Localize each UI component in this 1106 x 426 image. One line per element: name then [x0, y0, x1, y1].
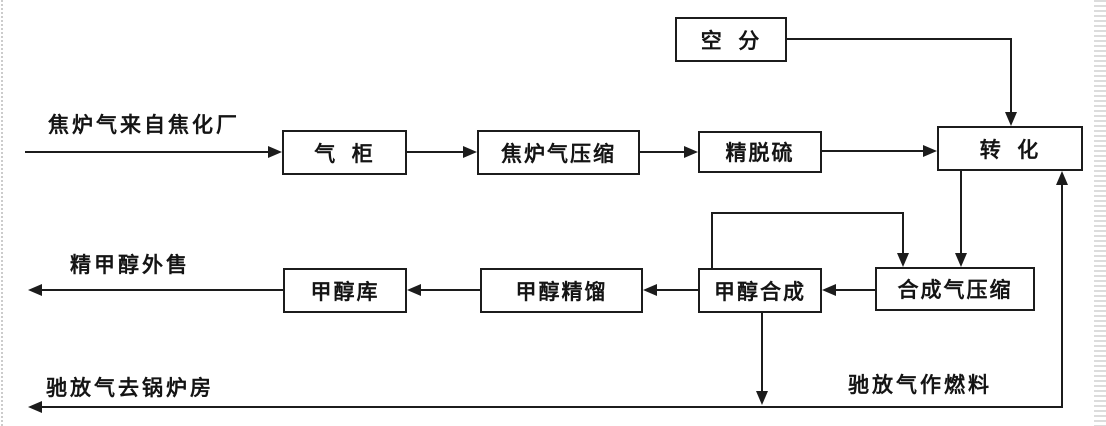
- edge-desulf-conversion-arrow-icon: [923, 145, 937, 157]
- node-conversion-label: 转 化: [979, 137, 1041, 162]
- edge-purge-boiler-line: [42, 406, 1063, 408]
- node-syngas-compression: 合成气压缩: [875, 267, 1035, 311]
- edge-storage-sale-arrow-icon: [28, 284, 42, 296]
- node-fine-desulfurization-label: 精脱硫: [725, 141, 795, 165]
- edge-distillation-storage-line: [421, 289, 480, 291]
- edge-purgefuel-conversion-arrow-icon: [1056, 171, 1068, 185]
- label-purge-as-fuel: 驰放气作燃料: [848, 373, 992, 397]
- edge-gasholder-compression-arrow-icon: [463, 146, 477, 158]
- node-syngas-compression-label: 合成气压缩: [897, 278, 1013, 302]
- edge-syngas-synthesis-line: [836, 289, 875, 291]
- label-methanol-sale: 精甲醇外售: [70, 253, 190, 277]
- edge-synthesis-purge-line: [761, 313, 763, 392]
- edge-gasholder-compression-line: [407, 151, 463, 153]
- node-coke-oven-gas-compression-label: 焦炉气压缩: [501, 141, 616, 166]
- node-methanol-distillation-label: 甲醇精馏: [515, 279, 608, 304]
- edge-storage-sale-line: [42, 289, 283, 291]
- node-gas-holder: 气 柜: [282, 130, 407, 175]
- edge-conversion-syngas-arrow-icon: [955, 253, 967, 267]
- page-right-striped-edge: [1094, 0, 1106, 426]
- edge-synthesis-distillation-line: [657, 289, 698, 291]
- edge-recycle-arrow-icon: [897, 253, 909, 267]
- node-methanol-distillation: 甲醇精馏: [480, 268, 643, 313]
- edge-input-line: [25, 151, 268, 153]
- node-air-separation: 空 分: [675, 17, 787, 62]
- label-purge-to-boiler: 驰放气去锅炉房: [46, 376, 214, 400]
- edge-compression-desulf-line: [640, 151, 684, 153]
- node-air-separation-label: 空 分: [700, 28, 762, 53]
- node-methanol-storage: 甲醇库: [283, 268, 407, 313]
- edge-airsep-conversion-arrow-icon: [1005, 112, 1017, 126]
- edge-recycle-left-vline: [711, 212, 713, 268]
- edge-recycle-hline: [711, 212, 904, 214]
- node-conversion: 转 化: [937, 126, 1083, 171]
- page-left-dotted-edge: [1, 0, 3, 426]
- label-input-stream: 焦炉气来自焦化厂: [48, 113, 240, 137]
- edge-synthesis-distillation-arrow-icon: [643, 284, 657, 296]
- node-methanol-storage-label: 甲醇库: [310, 279, 380, 304]
- edge-synthesis-purge-arrow-icon: [756, 391, 768, 405]
- edge-desulf-conversion-line: [822, 150, 923, 152]
- edge-input-arrow-icon: [268, 146, 282, 158]
- node-methanol-synthesis: 甲醇合成: [698, 268, 822, 313]
- edge-conversion-syngas-line: [960, 171, 962, 255]
- edge-recycle-right-vline: [902, 212, 904, 254]
- edge-compression-desulf-arrow-icon: [684, 146, 698, 158]
- edge-purgefuel-conversion-line: [1061, 184, 1063, 406]
- edge-distillation-storage-arrow-icon: [407, 284, 421, 296]
- edge-airsep-conversion-hline: [785, 38, 1012, 40]
- node-fine-desulfurization: 精脱硫: [698, 131, 822, 173]
- edge-purge-boiler-arrow-icon: [28, 401, 42, 413]
- node-gas-holder-label: 气 柜: [314, 141, 375, 166]
- edge-airsep-conversion-vline: [1010, 38, 1012, 114]
- node-coke-oven-gas-compression: 焦炉气压缩: [477, 130, 640, 175]
- edge-syngas-synthesis-arrow-icon: [822, 284, 836, 296]
- node-methanol-synthesis-label: 甲醇合成: [714, 279, 806, 304]
